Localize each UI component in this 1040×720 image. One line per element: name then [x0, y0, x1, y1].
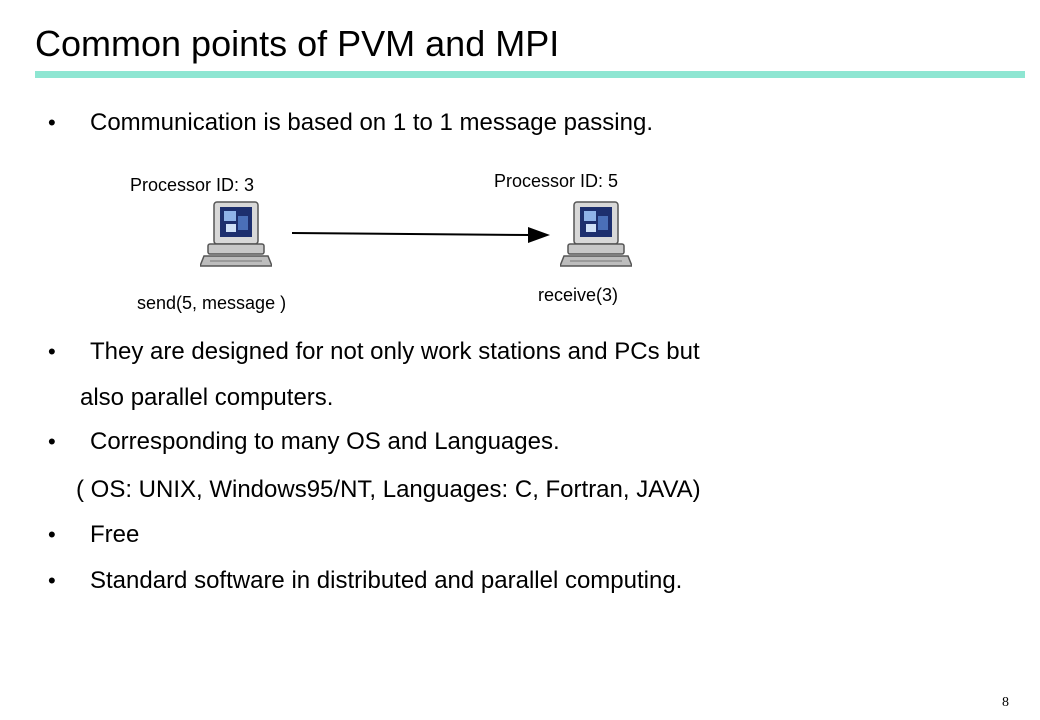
bullet-text: They are designed for not only work stat…	[90, 338, 700, 365]
page-number: 8	[1002, 695, 1009, 710]
receiver-computer-icon	[560, 201, 632, 267]
slide-title: Common points of PVM and MPI	[35, 23, 560, 64]
receiver-processor-label: Processor ID: 5	[494, 171, 619, 191]
receive-call-label: receive(3)	[538, 285, 619, 305]
bullet-text: Free	[90, 521, 140, 548]
bullet-marker: •	[48, 568, 56, 593]
bullet-marker: •	[48, 429, 56, 454]
sender-processor-label: Processor ID: 3	[130, 175, 255, 195]
bullet-marker: •	[48, 339, 56, 364]
bullet-continuation-text: also parallel computers.	[80, 384, 334, 411]
title-underline	[35, 71, 1025, 78]
bullet-text: Standard software in distributed and par…	[90, 567, 683, 594]
bullet-text: Corresponding to many OS and Languages.	[90, 428, 560, 455]
bullet-continuation-text: ( OS: UNIX, Windows95/NT, Languages: C, …	[76, 476, 701, 503]
send-call-label: send(5, message )	[137, 293, 287, 313]
arrow-right-icon	[291, 227, 550, 243]
bullet-marker: •	[48, 110, 56, 135]
bullet-marker: •	[48, 522, 56, 547]
sender-computer-icon	[200, 201, 272, 267]
bullet-text: Communication is based on 1 to 1 message…	[90, 109, 653, 136]
